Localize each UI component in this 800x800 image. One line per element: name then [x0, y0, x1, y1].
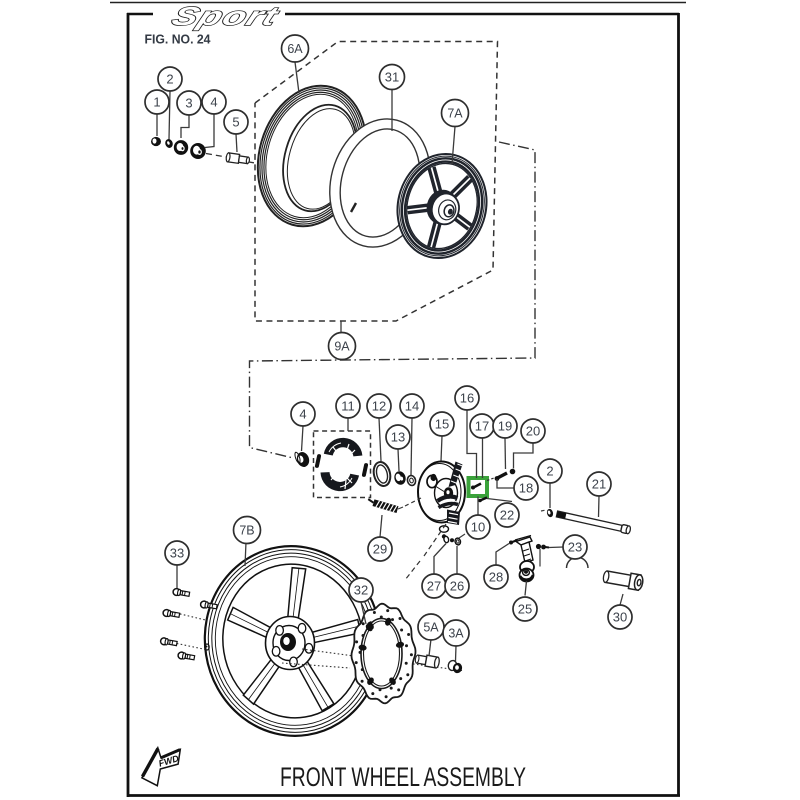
svg-text:FIG. NO. 24: FIG. NO. 24	[145, 32, 212, 47]
svg-text:3A: 3A	[448, 627, 464, 641]
svg-text:23: 23	[568, 540, 582, 555]
svg-text:6A: 6A	[287, 42, 303, 56]
svg-text:21: 21	[592, 477, 606, 492]
svg-text:10: 10	[471, 520, 485, 535]
svg-text:5A: 5A	[423, 621, 439, 635]
svg-text:29: 29	[373, 542, 387, 557]
svg-text:4: 4	[299, 407, 306, 422]
svg-text:32: 32	[354, 583, 368, 598]
svg-text:19: 19	[498, 419, 512, 434]
svg-text:22: 22	[500, 508, 514, 523]
svg-text:4: 4	[210, 95, 217, 110]
svg-text:17: 17	[475, 419, 489, 434]
svg-text:Sport: Sport	[168, 2, 284, 31]
svg-text:26: 26	[450, 579, 464, 594]
svg-text:14: 14	[405, 399, 419, 414]
svg-text:13: 13	[391, 430, 405, 445]
svg-text:20: 20	[526, 424, 540, 439]
svg-text:31: 31	[385, 70, 399, 85]
svg-text:3: 3	[185, 96, 192, 111]
svg-text:2: 2	[166, 72, 173, 87]
svg-text:2: 2	[546, 464, 553, 479]
svg-text:12: 12	[372, 399, 386, 414]
svg-text:7A: 7A	[447, 107, 463, 121]
svg-text:16: 16	[460, 391, 474, 406]
svg-text:15: 15	[435, 417, 449, 432]
svg-text:1: 1	[153, 95, 160, 110]
svg-text:18: 18	[519, 481, 533, 496]
svg-text:33: 33	[170, 546, 184, 561]
svg-text:9A: 9A	[334, 340, 350, 354]
svg-text:FRONT WHEEL ASSEMBLY: FRONT WHEEL ASSEMBLY	[280, 762, 526, 792]
svg-text:5: 5	[232, 115, 239, 130]
svg-text:25: 25	[518, 602, 532, 617]
svg-text:30: 30	[613, 610, 627, 625]
svg-text:11: 11	[341, 399, 355, 414]
svg-text:7B: 7B	[239, 524, 254, 538]
svg-text:27: 27	[427, 579, 441, 594]
svg-text:28: 28	[489, 570, 503, 585]
